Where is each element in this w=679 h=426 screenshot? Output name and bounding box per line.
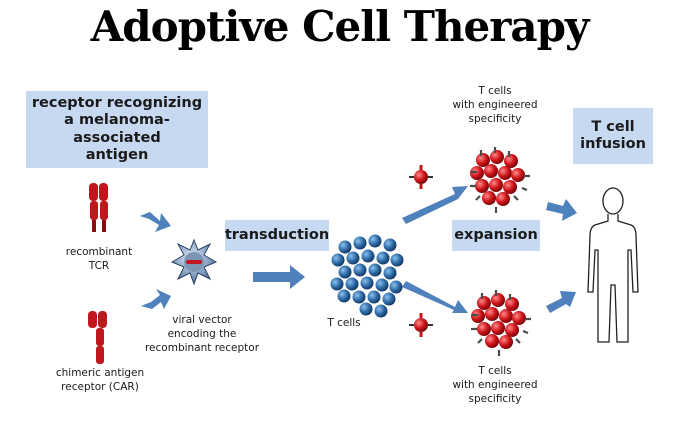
viral-vector-label-line-1: viral vector (172, 314, 232, 326)
engineered-bottom-line-1: T cells (478, 365, 512, 377)
arrow-car-to-vector (141, 289, 171, 309)
expanded-cells-bottom-icon (471, 290, 531, 356)
human-body-icon (587, 187, 639, 343)
arrow-tcells-up (402, 186, 468, 224)
transduction-label: transduction (224, 226, 330, 243)
arrow-top-to-body (546, 199, 577, 221)
infusion-box-line-1: T cell (591, 118, 635, 135)
receptor-box-line-1: receptor recognizing (31, 95, 203, 112)
engineered-top-line-3: specificity (468, 112, 522, 125)
viral-vector-label: viral vector encoding the recombinant re… (137, 314, 267, 356)
recombinant-tcr-label-line-2: TCR (88, 259, 110, 272)
flow-arrows (140, 186, 577, 313)
recombinant-tcr-label: recombinant TCR (62, 246, 136, 274)
expanded-cells-top-icon (470, 147, 530, 213)
infusion-box: T cell infusion (573, 108, 653, 164)
t-cells-label: T cells (327, 317, 361, 329)
engineered-top-line-2: with engineered (452, 98, 538, 111)
viral-vector-label-line-2: encoding the (167, 327, 237, 340)
car-receptor-icon (88, 311, 107, 364)
viral-vector-icon (170, 238, 218, 286)
engineered-bottom-line-2: with engineered (452, 378, 538, 391)
engineered-cells-top-label: T cells with engineered specificity (445, 85, 545, 127)
engineered-cells-bottom-label: T cells with engineered specificity (445, 365, 545, 407)
arrow-tcells-down (402, 281, 468, 313)
expansion-box: expansion (452, 220, 540, 251)
receptor-box: receptor recognizing a melanoma-associat… (26, 91, 208, 168)
car-label-line-2: receptor (CAR) (61, 380, 139, 393)
arrow-tcr-to-vector (140, 212, 171, 232)
recombinant-tcr-label-line-1: recombinant (65, 246, 133, 258)
arrow-vector-to-tcells (253, 265, 305, 289)
car-label: chimeric antigen receptor (CAR) (40, 367, 160, 395)
engineered-top-line-1: T cells (478, 85, 512, 97)
engineered-t-cell-top-icon (409, 165, 433, 189)
viral-vector-label-line-3: recombinant receptor (144, 341, 260, 354)
engineered-t-cell-bottom-icon (409, 313, 433, 337)
arrow-bottom-to-body (546, 291, 576, 313)
recombinant-tcr-icon (89, 183, 108, 232)
car-label-line-1: chimeric antigen (55, 367, 145, 379)
transduction-box: transduction (225, 220, 329, 251)
engineered-bottom-line-3: specificity (468, 392, 522, 405)
expansion-label: expansion (454, 226, 538, 243)
receptor-box-line-2: a melanoma-associated (64, 112, 170, 146)
receptor-box-line-3: antigen (85, 146, 149, 163)
t-cell-cluster-icon (330, 234, 404, 318)
infusion-box-line-2: infusion (580, 136, 646, 152)
page-title: Adoptive Cell Therapy (90, 2, 590, 51)
